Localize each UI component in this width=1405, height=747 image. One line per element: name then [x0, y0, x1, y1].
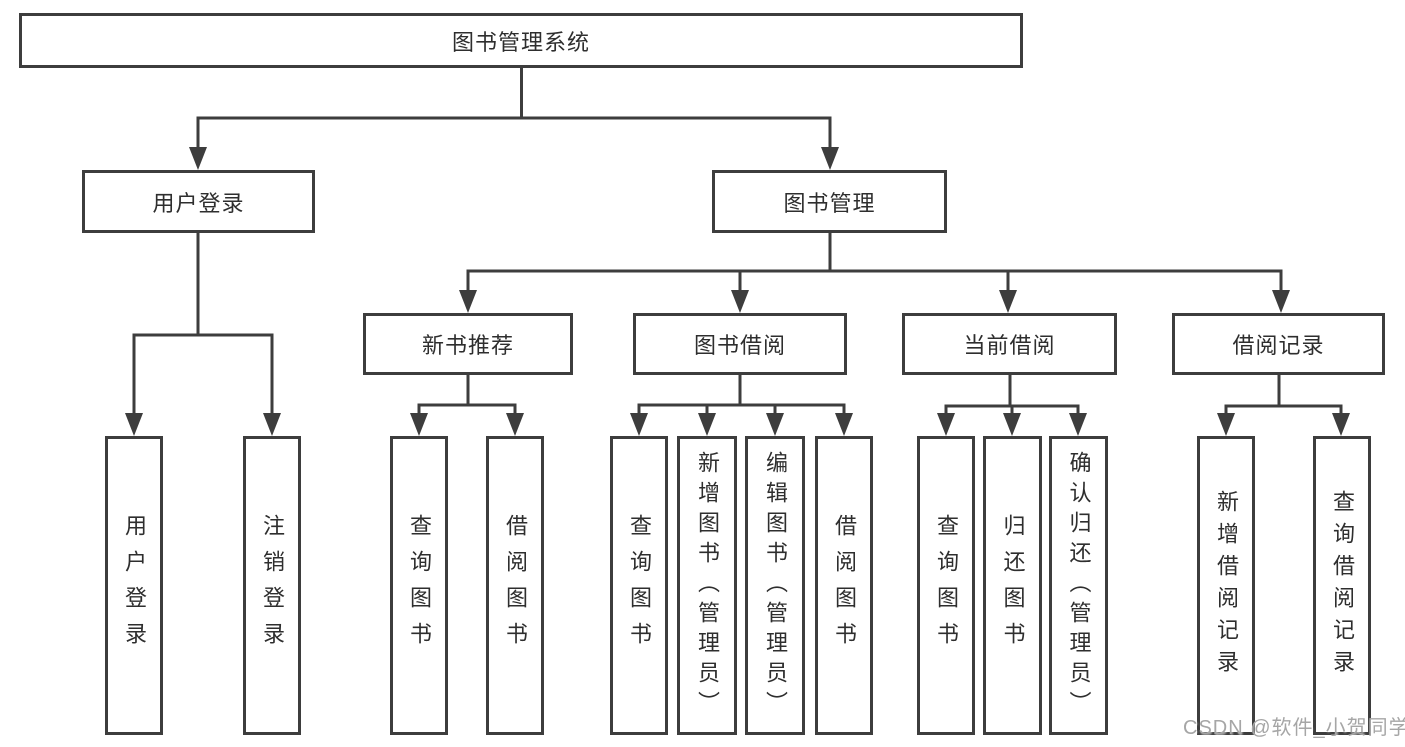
node-currentborrow-confirm: 确认归还（管理员） — [1049, 436, 1108, 735]
node-currentborrow-query-label: 查询图书 — [934, 513, 959, 658]
node-user-login: 用户登录 — [82, 170, 315, 233]
node-bookborrow-edit-label: 编辑图书（管理员） — [763, 450, 788, 721]
node-newbook-borrow-label: 借阅图书 — [503, 513, 528, 658]
node-bookborrow-edit: 编辑图书（管理员） — [745, 436, 805, 735]
node-record-add-label: 新增借阅记录 — [1214, 489, 1239, 682]
node-currentborrow-return-label: 归还图书 — [1000, 513, 1026, 658]
node-currentborrow-confirm-label: 确认归还（管理员） — [1066, 450, 1092, 721]
node-current-borrow: 当前借阅 — [902, 313, 1117, 375]
node-newbook-query-label: 查询图书 — [407, 513, 432, 658]
csdn-watermark: CSDN @软件_小贺同学 — [1183, 717, 1405, 739]
node-bookborrow-add: 新增图书（管理员） — [677, 436, 737, 735]
node-book-borrow: 图书借阅 — [633, 313, 847, 375]
node-record-query: 查询借阅记录 — [1313, 436, 1371, 735]
tree-connector-lines — [132, 67, 1343, 416]
node-user-login-label: 用户登录 — [152, 190, 245, 216]
node-logout-label: 注销登录 — [260, 513, 285, 658]
node-login: 用户登录 — [105, 436, 163, 735]
node-current-borrow-label: 当前借阅 — [963, 333, 1056, 358]
node-root-label: 图书管理系统 — [451, 29, 590, 55]
node-book-mgmt: 图书管理 — [712, 170, 947, 233]
node-newbook-borrow: 借阅图书 — [486, 436, 544, 735]
arrowhead-glyphs — [125, 147, 1350, 436]
node-bookborrow-query-label: 查询图书 — [627, 513, 652, 658]
node-currentborrow-query: 查询图书 — [917, 436, 975, 735]
node-bookborrow-borrow-label: 借阅图书 — [832, 513, 857, 658]
node-root: 图书管理系统 — [19, 13, 1023, 68]
node-bookborrow-query: 查询图书 — [610, 436, 668, 735]
node-bookborrow-add-label: 新增图书（管理员） — [695, 450, 720, 721]
node-newbook-query: 查询图书 — [390, 436, 448, 735]
node-login-label: 用户登录 — [122, 513, 147, 658]
node-new-book-label: 新书推荐 — [421, 333, 514, 358]
node-book-borrow-label: 图书借阅 — [693, 333, 786, 358]
node-currentborrow-return: 归还图书 — [983, 436, 1042, 735]
node-borrow-record: 借阅记录 — [1172, 313, 1385, 375]
node-record-query-label: 查询借阅记录 — [1330, 489, 1355, 682]
node-new-book: 新书推荐 — [363, 313, 573, 375]
node-book-mgmt-label: 图书管理 — [783, 190, 876, 216]
node-borrow-record-label: 借阅记录 — [1232, 333, 1325, 358]
node-record-add: 新增借阅记录 — [1197, 436, 1255, 735]
node-logout: 注销登录 — [243, 436, 301, 735]
node-bookborrow-borrow: 借阅图书 — [815, 436, 873, 735]
